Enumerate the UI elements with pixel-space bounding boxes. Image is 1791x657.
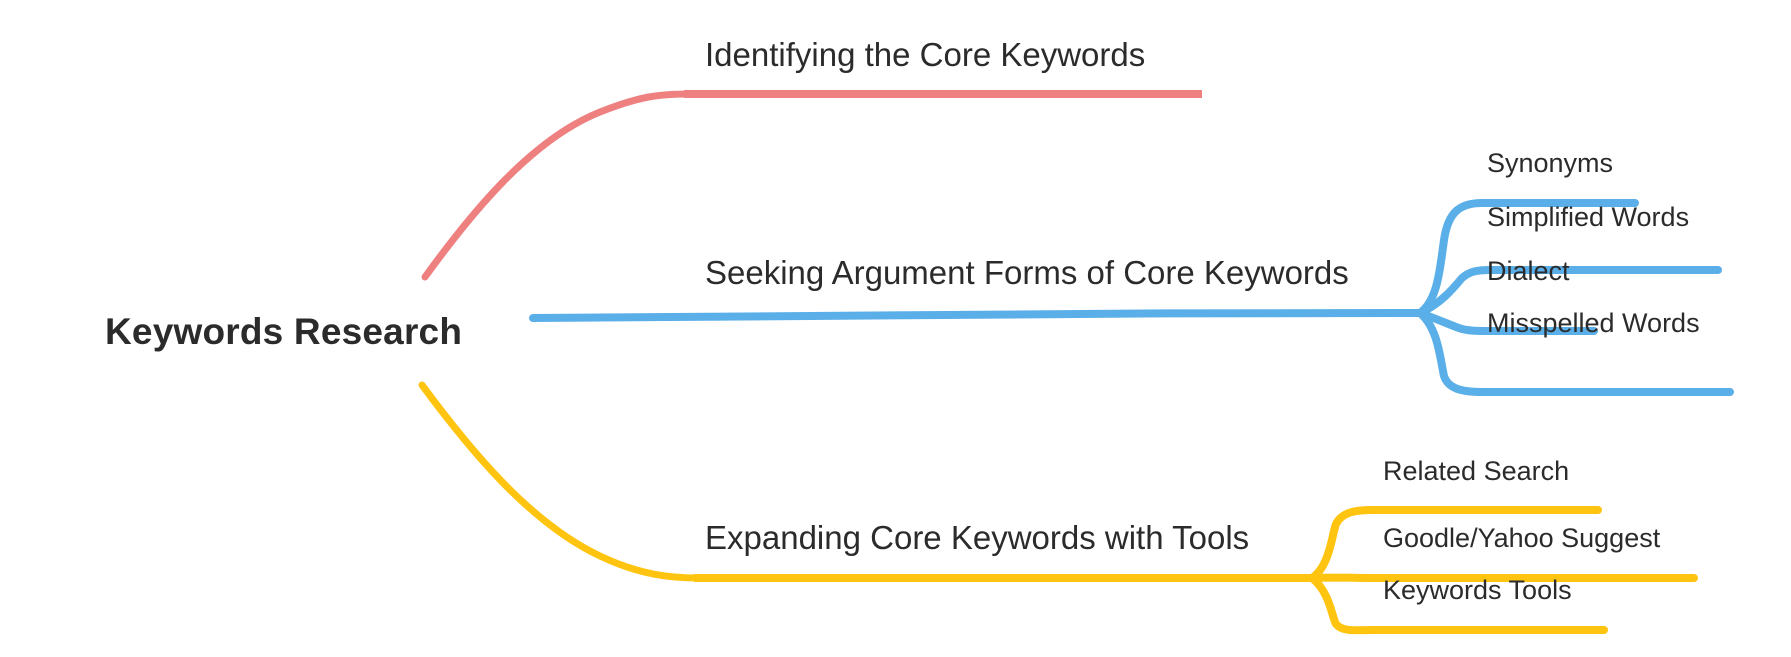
branch-label-expanding-with-tools[interactable]: Expanding Core Keywords with Tools: [705, 519, 1250, 556]
sub-node-synonyms[interactable]: Synonyms: [1487, 148, 1614, 178]
branch-connector-dialect: [1416, 309, 1598, 335]
branch-connector-identifying-core-keywords: [421, 90, 1202, 281]
sub-node-keywords-tools[interactable]: Keywords Tools: [1383, 575, 1572, 605]
branch-connector-synonyms: [1416, 199, 1639, 317]
branch-connector-misspelled-words: [1416, 309, 1734, 396]
branch-curve-yellow: [418, 381, 704, 582]
sub-node-related-search[interactable]: Related Search: [1383, 456, 1570, 486]
root-node-keywords-research[interactable]: Keywords Research: [105, 311, 463, 352]
sub-node-dialect[interactable]: Dialect: [1487, 256, 1570, 286]
branch-connector-keywords-tools: [1308, 574, 1608, 635]
sub-node-misspelled-words[interactable]: Misspelled Words: [1487, 308, 1700, 338]
branch-trunk-blue: [529, 309, 1424, 322]
sub-node-simplified-words[interactable]: Simplified Words: [1487, 202, 1690, 232]
branch-label-seeking-argument-forms[interactable]: Seeking Argument Forms of Core Keywords: [705, 254, 1349, 291]
branch-connector-related-search: [1308, 506, 1602, 582]
sub-node-goodle-yahoo-suggest[interactable]: Goodle/Yahoo Suggest: [1383, 523, 1661, 553]
branch-connector-expanding-with-tools: [418, 381, 1698, 635]
branch-connector-simplified-words: [1416, 266, 1722, 317]
branch-connector-seeking-argument-forms: [529, 199, 1734, 396]
branch-curve-red: [421, 90, 694, 281]
branch-label-identifying-core-keywords[interactable]: Identifying the Core Keywords: [705, 36, 1146, 73]
